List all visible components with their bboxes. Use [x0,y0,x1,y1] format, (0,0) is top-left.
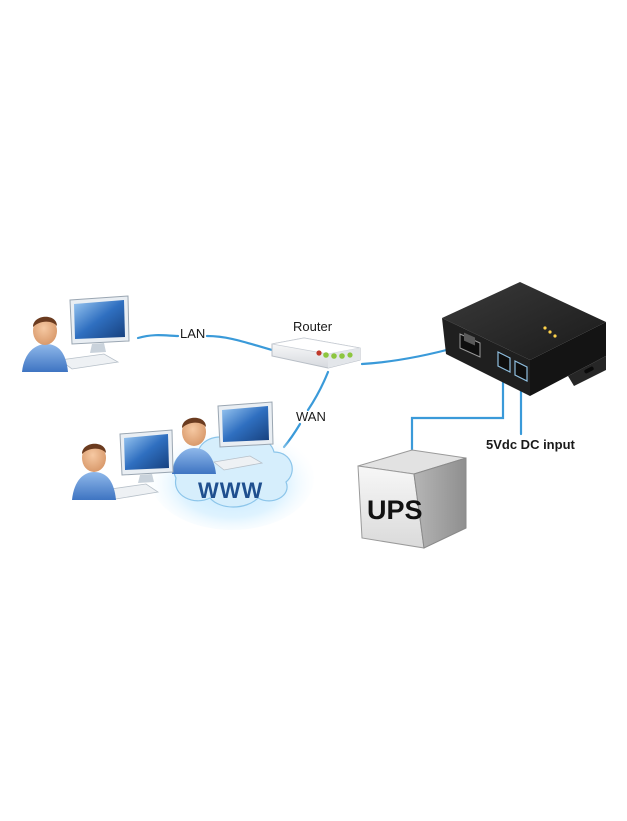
router-icon [271,337,361,369]
ups-power-link [410,369,505,460]
user-icon [172,448,216,474]
wan-user-computer-front [72,429,174,500]
power-port-2 [514,360,528,382]
lan-link [136,334,180,340]
user-icon [22,344,68,372]
dc-input-label: 5Vdc DC input [486,437,575,452]
lan-user-computer [22,295,130,372]
router-label: Router [293,319,333,334]
ups-label: UPS [367,495,423,525]
wan-link [306,370,330,412]
lan-label: LAN [180,326,206,341]
ups-box-icon [357,449,467,549]
wan-user-computer-back [172,401,274,474]
lan-link-router [205,334,274,352]
user-icon [72,472,116,500]
network-adapter-icon [442,282,606,396]
power-port-1 [497,351,511,373]
wan-label: WAN [296,409,326,424]
router-to-adapter-link [360,345,460,366]
www-label: WWW [198,478,264,503]
